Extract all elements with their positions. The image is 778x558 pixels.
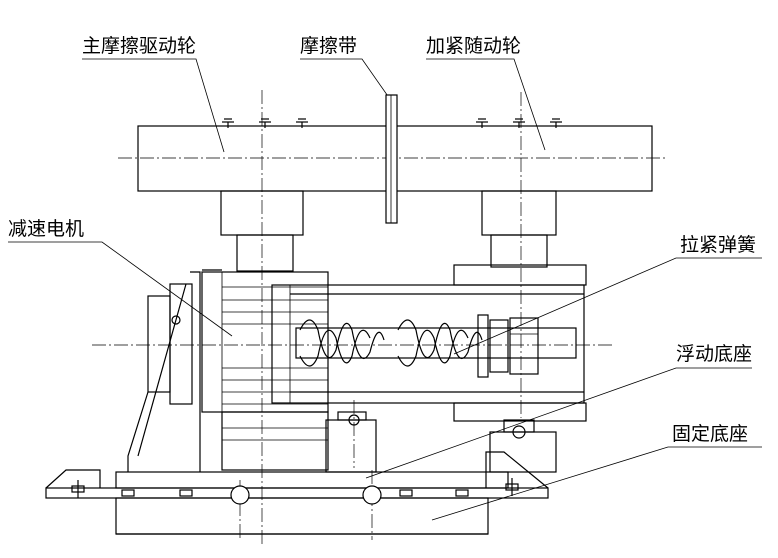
label-tension-follower-wheel: 加紧随动轮: [426, 35, 521, 57]
label-reduction-motor: 减速电机: [8, 218, 84, 240]
pivot-right: [362, 485, 382, 505]
friction-belt: [385, 94, 398, 224]
leader-tension-follower-wheel: [426, 58, 546, 151]
drive-wheel-bolts: [222, 118, 308, 128]
leader-lines: [8, 58, 762, 521]
leader-reduction-motor: [8, 241, 233, 337]
motor-bracket: [127, 269, 222, 472]
floating-base: [115, 411, 509, 489]
leader-main-drive-wheel: [82, 58, 225, 153]
follower-wheel-bolts: [476, 118, 562, 128]
spring-housing: [271, 264, 587, 422]
follower-shaft-housing: [481, 190, 557, 268]
pivot-left: [230, 485, 250, 505]
leader-tension-spring: [453, 257, 762, 355]
tension-spring: [295, 314, 577, 378]
label-tension-spring: 拉紧弹簧: [680, 234, 756, 256]
label-friction-belt: 摩擦带: [300, 35, 357, 57]
reduction-motor: [147, 271, 329, 471]
fixed-base: [45, 419, 557, 535]
drive-shaft-housing: [220, 190, 304, 272]
label-fixed-base: 固定底座: [672, 423, 748, 445]
leader-friction-belt: [300, 58, 393, 103]
label-floating-base: 浮动底座: [676, 343, 752, 365]
leader-fixed-base: [431, 446, 762, 521]
centerlines: [92, 90, 668, 545]
leader-floating-base: [365, 367, 752, 479]
base-bolts: [71, 478, 519, 498]
label-main-drive-wheel: 主摩擦驱动轮: [82, 35, 196, 57]
base-hardware: [71, 478, 519, 505]
